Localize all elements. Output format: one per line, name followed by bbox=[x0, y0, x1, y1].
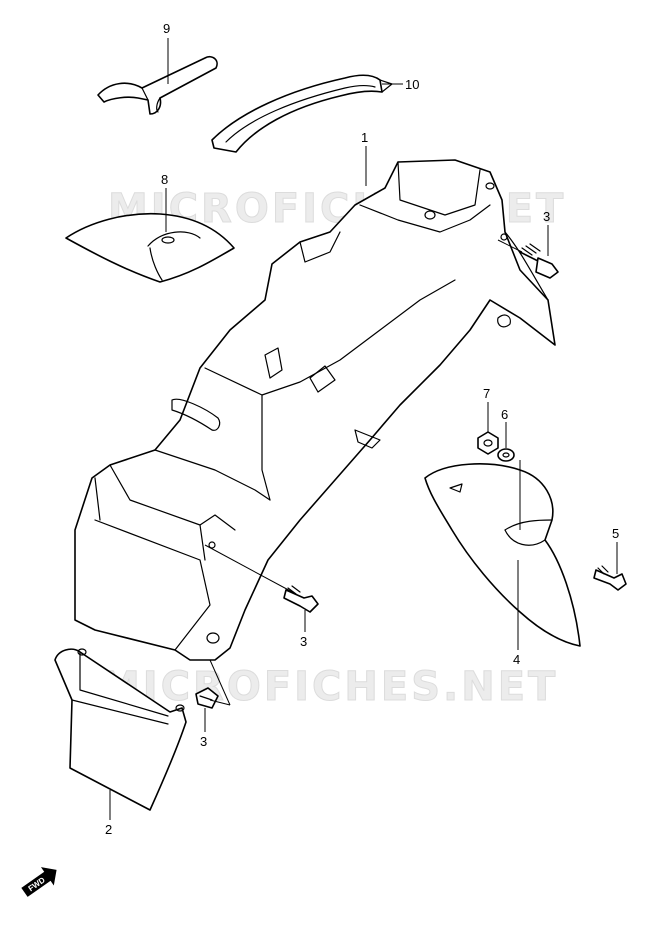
bolt-3-middle bbox=[283, 585, 319, 613]
callout-6: 6 bbox=[501, 407, 508, 422]
callout-8: 8 bbox=[161, 172, 168, 187]
part-10-strap bbox=[211, 74, 393, 153]
callout-3-lower: 3 bbox=[200, 734, 207, 749]
callout-4: 4 bbox=[513, 652, 520, 667]
callout-3-upper: 3 bbox=[543, 209, 550, 224]
part-8-cover bbox=[65, 212, 235, 283]
callout-2: 2 bbox=[105, 822, 112, 837]
part-9-tool bbox=[97, 55, 218, 115]
callout-10: 10 bbox=[405, 77, 419, 92]
part-1-rear-fender bbox=[74, 159, 556, 661]
callout-1: 1 bbox=[361, 130, 368, 145]
washer-6 bbox=[497, 448, 515, 462]
part-2-flap bbox=[54, 648, 187, 811]
bolt-3-upper-right bbox=[519, 243, 559, 279]
nut-7 bbox=[477, 431, 499, 455]
callout-9: 9 bbox=[163, 21, 170, 36]
callout-3-middle: 3 bbox=[300, 634, 307, 649]
leader-lines bbox=[109, 38, 618, 820]
part-4-side-cover bbox=[424, 463, 581, 647]
callout-7: 7 bbox=[483, 386, 490, 401]
screw-5 bbox=[593, 565, 627, 591]
forward-arrow-icon: FWD bbox=[21, 867, 57, 897]
watermark-bottom: MICROFICHES.NET bbox=[100, 664, 558, 710]
bolt-3-lower bbox=[195, 687, 219, 709]
callout-5: 5 bbox=[612, 526, 619, 541]
